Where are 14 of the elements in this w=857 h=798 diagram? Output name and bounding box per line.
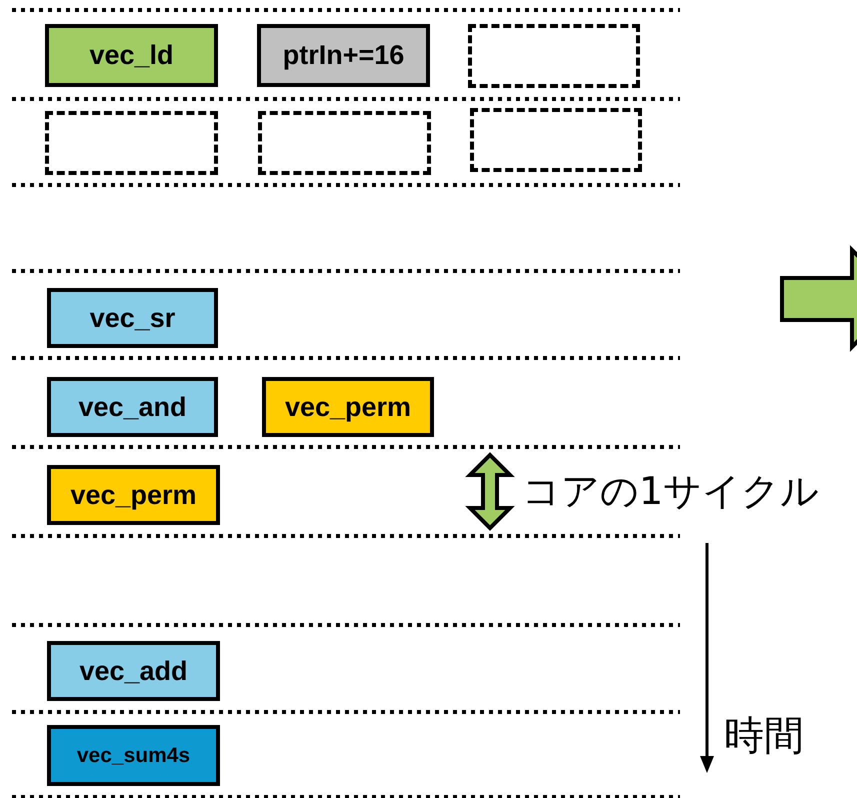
instruction-box: ptrIn+=16: [257, 24, 430, 87]
empty-slot-box: [468, 24, 640, 88]
instruction-box: vec_sum4s: [47, 725, 220, 786]
instruction-box: vec_ld: [45, 24, 218, 87]
instruction-box: vec_perm: [47, 465, 220, 525]
instruction-box: vec_and: [47, 377, 218, 437]
instruction-box: vec_sr: [47, 288, 218, 348]
empty-slot-box: [258, 111, 431, 175]
time-label: 時間: [724, 712, 804, 761]
cycle-label: コアの1サイクル: [522, 468, 820, 515]
instruction-box: vec_perm: [262, 377, 434, 437]
empty-slot-box: [470, 108, 642, 172]
instruction-box: vec_add: [47, 641, 220, 701]
empty-slot-box: [45, 111, 218, 175]
